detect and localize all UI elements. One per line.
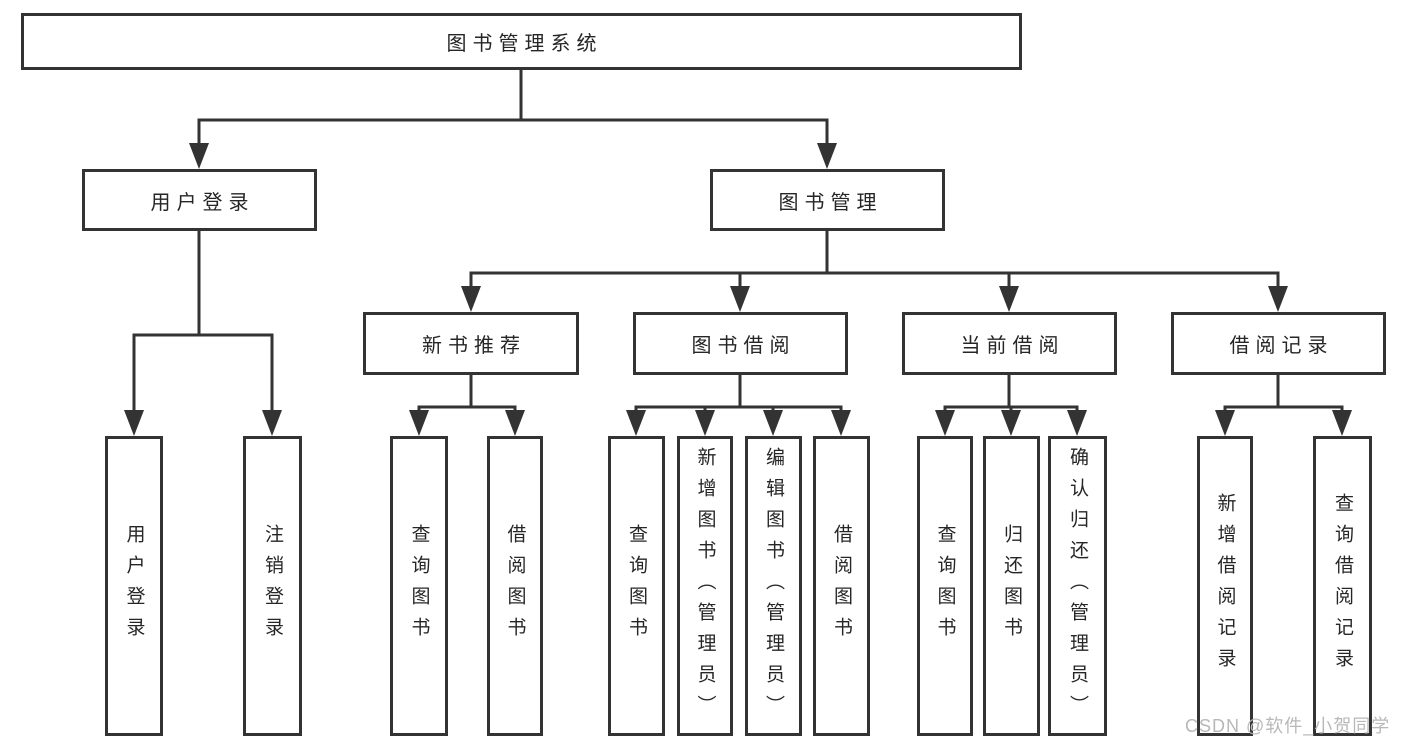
leaf-query-books-recommend: 查询图书 — [390, 436, 448, 736]
leaf-add-borrow-record: 新增借阅记录 — [1197, 436, 1253, 736]
node-borrow-records: 借阅记录 — [1171, 312, 1386, 375]
leaf-label: 借阅图书 — [504, 524, 526, 648]
arrow-down-icon — [409, 410, 429, 436]
arrow-down-icon — [763, 410, 783, 436]
arrow-down-icon — [831, 410, 851, 436]
leaf-borrow-books-recommend: 借阅图书 — [487, 436, 543, 736]
leaf-borrow-books: 借阅图书 — [813, 436, 870, 736]
arrowheads — [124, 143, 1352, 436]
leaf-label: 新增图书（管理员） — [694, 446, 716, 726]
leaf-label: 用户登录 — [123, 524, 145, 648]
leaf-label: 查询图书 — [934, 524, 956, 648]
node-book-borrow: 图书借阅 — [633, 312, 848, 375]
arrow-down-icon — [1067, 410, 1087, 436]
arrow-down-icon — [505, 410, 525, 436]
node-label: 图书借阅 — [691, 335, 796, 357]
arrow-down-icon — [262, 410, 282, 436]
leaf-label: 查询图书 — [408, 524, 430, 648]
arrow-down-icon — [124, 410, 144, 436]
leaf-add-books-admin: 新增图书（管理员） — [677, 436, 733, 736]
leaf-label: 查询借阅记录 — [1332, 493, 1353, 679]
connector-current-borrow-to-children — [943, 373, 1079, 417]
connector-book-borrow-to-children — [634, 373, 843, 417]
connector-root-to-level2 — [197, 68, 829, 150]
arrow-down-icon — [1001, 410, 1021, 436]
leaf-label: 借阅图书 — [831, 524, 852, 648]
leaf-return-books: 归还图书 — [983, 436, 1040, 736]
node-label: 图书管理系统 — [446, 33, 603, 55]
arrow-down-icon — [999, 286, 1019, 312]
connector-book-management-to-level3 — [469, 229, 1280, 293]
connector-user-login-to-children — [132, 229, 274, 417]
leaf-edit-books-admin: 编辑图书（管理员） — [745, 436, 802, 736]
leaf-query-books-borrow: 查询图书 — [608, 436, 665, 736]
leaf-query-books-current: 查询图书 — [917, 436, 973, 736]
arrow-down-icon — [1268, 286, 1288, 312]
connector-borrow-records-to-children — [1223, 373, 1344, 417]
leaf-label: 确认归还（管理员） — [1067, 446, 1088, 726]
arrow-down-icon — [1215, 410, 1235, 436]
leaf-label: 新增借阅记录 — [1214, 493, 1236, 679]
leaf-label: 归还图书 — [1001, 524, 1022, 648]
arrow-down-icon — [935, 410, 955, 436]
arrow-down-icon — [189, 143, 209, 169]
node-label: 当前借阅 — [960, 335, 1065, 357]
node-book-management: 图书管理 — [710, 169, 945, 231]
node-label: 新书推荐 — [422, 335, 526, 357]
node-current-borrow: 当前借阅 — [902, 312, 1117, 375]
watermark: CSDN @软件_小贺同学 — [1185, 716, 1391, 736]
arrow-down-icon — [730, 286, 750, 312]
leaf-label: 注销登录 — [262, 524, 283, 648]
arrow-down-icon — [1332, 410, 1352, 436]
node-library-management-system: 图书管理系统 — [21, 13, 1022, 70]
node-new-book-recommend: 新书推荐 — [363, 312, 579, 375]
arrow-down-icon — [626, 410, 646, 436]
leaf-label: 编辑图书（管理员） — [763, 446, 784, 726]
arrow-down-icon — [817, 143, 837, 169]
node-label: 借阅记录 — [1229, 335, 1334, 357]
node-label: 用户登录 — [150, 191, 255, 214]
leaf-logout: 注销登录 — [243, 436, 302, 736]
leaf-confirm-return-admin: 确认归还（管理员） — [1048, 436, 1107, 736]
arrow-down-icon — [461, 286, 481, 312]
node-user-login: 用户登录 — [82, 169, 317, 231]
leaf-label: 查询图书 — [626, 524, 647, 648]
leaf-query-borrow-record: 查询借阅记录 — [1313, 436, 1372, 736]
node-label: 图书管理 — [778, 191, 883, 214]
arrow-down-icon — [695, 410, 715, 436]
leaf-user-login: 用户登录 — [105, 436, 163, 736]
connector-new-book-recommend-to-children — [417, 373, 517, 417]
